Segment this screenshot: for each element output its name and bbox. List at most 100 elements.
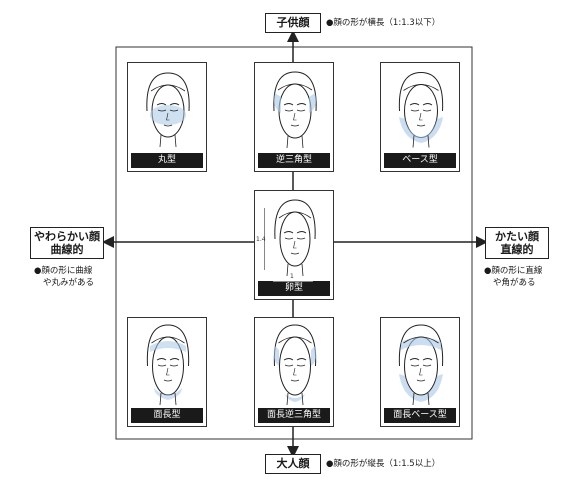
neck: [412, 135, 430, 148]
axis-left-label: やわらかい顔 曲線的: [30, 227, 104, 259]
mouth: [163, 124, 173, 127]
eyebrow-left: [283, 231, 294, 234]
hair-outline: [146, 324, 190, 367]
bullet: ●: [326, 459, 334, 469]
mouth: [290, 379, 300, 382]
card-caption: 面長逆三角型: [258, 408, 330, 423]
card-caption: 逆三角型: [258, 153, 330, 168]
face-illustration: [398, 324, 444, 406]
eye-right: [169, 109, 179, 112]
axis-bottom-text: 大人顔: [276, 457, 310, 470]
mouth: [416, 124, 426, 127]
eyebrow-right: [422, 103, 433, 106]
neck: [286, 392, 304, 406]
eyebrow-right: [296, 358, 307, 361]
eyebrow-right: [169, 358, 180, 361]
eyebrow-right: [169, 103, 180, 106]
eyebrow-left: [283, 103, 294, 106]
card-caption: 面長ベース型: [384, 408, 456, 423]
hairline: [403, 84, 439, 91]
eye-right: [422, 109, 432, 112]
hairline: [277, 83, 313, 91]
height-ratio: 1.4: [256, 236, 266, 243]
card-caption: 丸型: [131, 153, 203, 168]
axis-bottom-note-text: 顔の形が縦長（1:1.5以上）: [333, 459, 441, 469]
axis-left-note-1: 顔の形に曲線: [41, 266, 93, 276]
hairline: [151, 336, 185, 344]
height-dim-line: [264, 208, 265, 270]
hairline: [150, 84, 186, 92]
hairline: [278, 336, 312, 344]
eyebrow-left: [409, 358, 420, 361]
eye-left: [284, 364, 294, 367]
face-outline: [278, 83, 312, 139]
eye-right: [296, 109, 306, 112]
axis-right-line1: かたい顔: [495, 230, 539, 243]
bullet: ●: [34, 266, 42, 276]
nose: [419, 367, 423, 376]
eye-right: [169, 364, 179, 367]
card-long: 面長型: [127, 317, 207, 427]
axis-bottom-note: ●顔の形が縦長（1:1.5以上）: [326, 458, 440, 470]
eye-left: [410, 109, 420, 112]
neck: [286, 135, 304, 149]
axis-right-label: かたい顔 直線的: [485, 227, 549, 259]
card-inverted-triangle: 逆三角型: [254, 62, 334, 172]
card-round: 丸型: [127, 62, 207, 172]
axis-right-note-2: や角がある: [493, 278, 536, 288]
hair-outline: [273, 71, 317, 112]
axis-left-line2: 曲線的: [50, 243, 84, 256]
mouth: [290, 252, 300, 255]
diagram-frame: [115, 46, 473, 440]
axis-left-note: ●顔の形に曲線 や丸みがある: [34, 265, 94, 289]
eyebrow-right: [422, 358, 433, 361]
eye-left: [284, 109, 294, 112]
width-ratio: 1: [290, 273, 294, 280]
hairline: [403, 336, 439, 344]
card-caption: 面長型: [131, 408, 203, 423]
axis-right-note: ●顔の形に直線 や角がある: [484, 265, 542, 289]
face-illustration: [274, 199, 316, 277]
nose: [166, 112, 170, 121]
nose: [293, 367, 297, 376]
bullet: ●: [326, 18, 334, 28]
face-illustration: [273, 71, 317, 149]
neck: [159, 134, 177, 148]
axis-top-note-text: 顔の形が横長（1:1.3以下）: [333, 18, 441, 28]
hair-outline: [274, 199, 316, 240]
nose: [419, 112, 423, 121]
eyebrow-left: [409, 103, 420, 106]
eye-left: [410, 364, 420, 367]
mouth: [416, 379, 426, 382]
eye-left: [157, 364, 167, 367]
axis-top-text: 子供顔: [276, 16, 310, 29]
hairline: [278, 211, 312, 219]
face-illustration: [273, 324, 317, 406]
card-caption: ベース型: [384, 153, 456, 168]
card-caption: 卵型: [258, 281, 330, 296]
nose: [166, 367, 170, 376]
hair-outline: [146, 72, 190, 112]
axis-left-note-2: や丸みがある: [43, 278, 95, 288]
eye-right: [296, 364, 306, 367]
axis-bottom-label: 大人顔: [265, 454, 321, 474]
eye-right: [296, 237, 306, 240]
mouth: [163, 379, 173, 382]
axis-right-note-1: 顔の形に直線: [491, 266, 543, 276]
hair-outline: [398, 324, 444, 367]
face-outline: [279, 211, 311, 267]
card-base: ベース型: [380, 62, 460, 172]
face-outline: [279, 336, 311, 396]
eye-left: [157, 109, 167, 112]
axis-right-line2: 直線的: [500, 243, 534, 256]
eyebrow-right: [296, 231, 307, 234]
eyebrow-left: [156, 103, 167, 106]
card-oval: 卵型: [254, 190, 334, 300]
face-illustration: [146, 324, 190, 406]
nose: [293, 240, 297, 249]
hair-outline: [273, 324, 317, 367]
face-illustration: [146, 72, 190, 148]
card-long-inverted-triangle: 面長逆三角型: [254, 317, 334, 427]
eyebrow-left: [156, 358, 167, 361]
mouth: [290, 124, 300, 127]
